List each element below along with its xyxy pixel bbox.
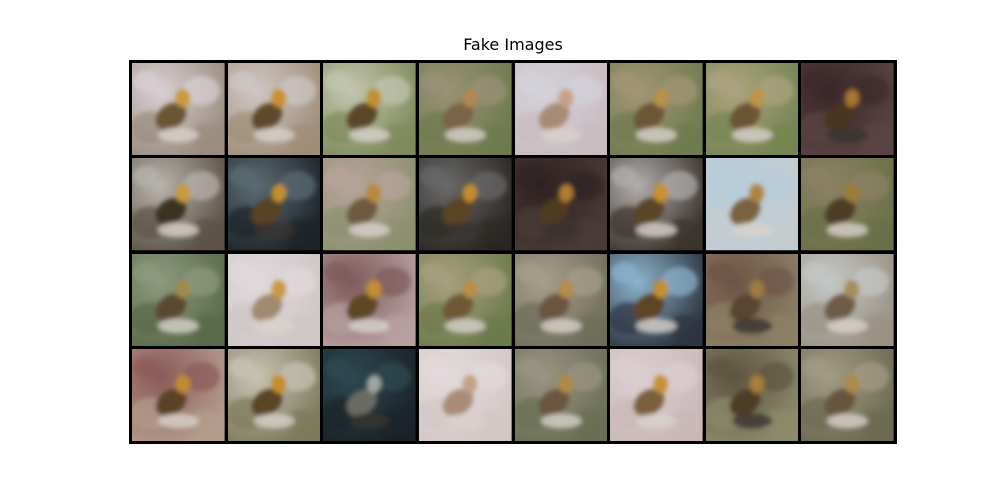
generated-image-tile (801, 158, 894, 251)
generated-image-tile (418, 348, 512, 441)
generated-image-tile (323, 348, 416, 441)
generated-image-tile (323, 158, 416, 251)
generated-image (227, 158, 321, 251)
generated-image-tile (132, 348, 225, 441)
generated-image (323, 158, 416, 251)
generated-image (801, 158, 894, 251)
generated-image-tile (705, 63, 799, 156)
generated-image (132, 63, 225, 156)
generated-image (323, 63, 416, 156)
generated-image-tile (227, 63, 321, 156)
generated-image-tile (610, 348, 703, 441)
figure-title: Fake Images (463, 35, 563, 54)
generated-image (514, 63, 608, 156)
generated-image-tile (705, 348, 799, 441)
generated-image-tile (227, 253, 321, 346)
generated-image (132, 348, 225, 441)
generated-image-tile (132, 63, 225, 156)
generated-image (610, 158, 703, 251)
generated-image-tile (610, 63, 703, 156)
generated-image (418, 348, 512, 441)
generated-image (705, 348, 799, 441)
generated-image (323, 253, 416, 346)
generated-image-tile (418, 63, 512, 156)
generated-image-tile (323, 63, 416, 156)
generated-image-tile (705, 253, 799, 346)
generated-image-tile (132, 158, 225, 251)
generated-image-tile (610, 253, 703, 346)
generated-image (801, 63, 894, 156)
image-grid (129, 60, 897, 444)
generated-image (323, 348, 416, 441)
generated-image (514, 348, 608, 441)
generated-image-tile (132, 253, 225, 346)
generated-image (418, 63, 512, 156)
generated-image (705, 253, 799, 346)
generated-image (801, 253, 894, 346)
generated-image (132, 158, 225, 251)
generated-image (610, 348, 703, 441)
generated-image-tile (418, 253, 512, 346)
generated-image-tile (418, 158, 512, 251)
generated-image (132, 253, 225, 346)
generated-image-tile (227, 158, 321, 251)
generated-image-tile (610, 158, 703, 251)
generated-image-tile (514, 158, 608, 251)
generated-image-tile (801, 253, 894, 346)
generated-image (227, 253, 321, 346)
generated-image (705, 63, 799, 156)
generated-image-tile (514, 348, 608, 441)
generated-image-tile (514, 253, 608, 346)
generated-image (705, 158, 799, 251)
generated-image (227, 63, 321, 156)
generated-image-tile (801, 63, 894, 156)
generated-image-tile (801, 348, 894, 441)
generated-image (801, 348, 894, 441)
generated-image-tile (323, 253, 416, 346)
generated-image (418, 253, 512, 346)
generated-image (514, 253, 608, 346)
generated-image-tile (227, 348, 321, 441)
generated-image (227, 348, 321, 441)
generated-image-tile (514, 63, 608, 156)
generated-image-tile (705, 158, 799, 251)
generated-image (610, 63, 703, 156)
generated-image (514, 158, 608, 251)
generated-image (610, 253, 703, 346)
generated-image (418, 158, 512, 251)
